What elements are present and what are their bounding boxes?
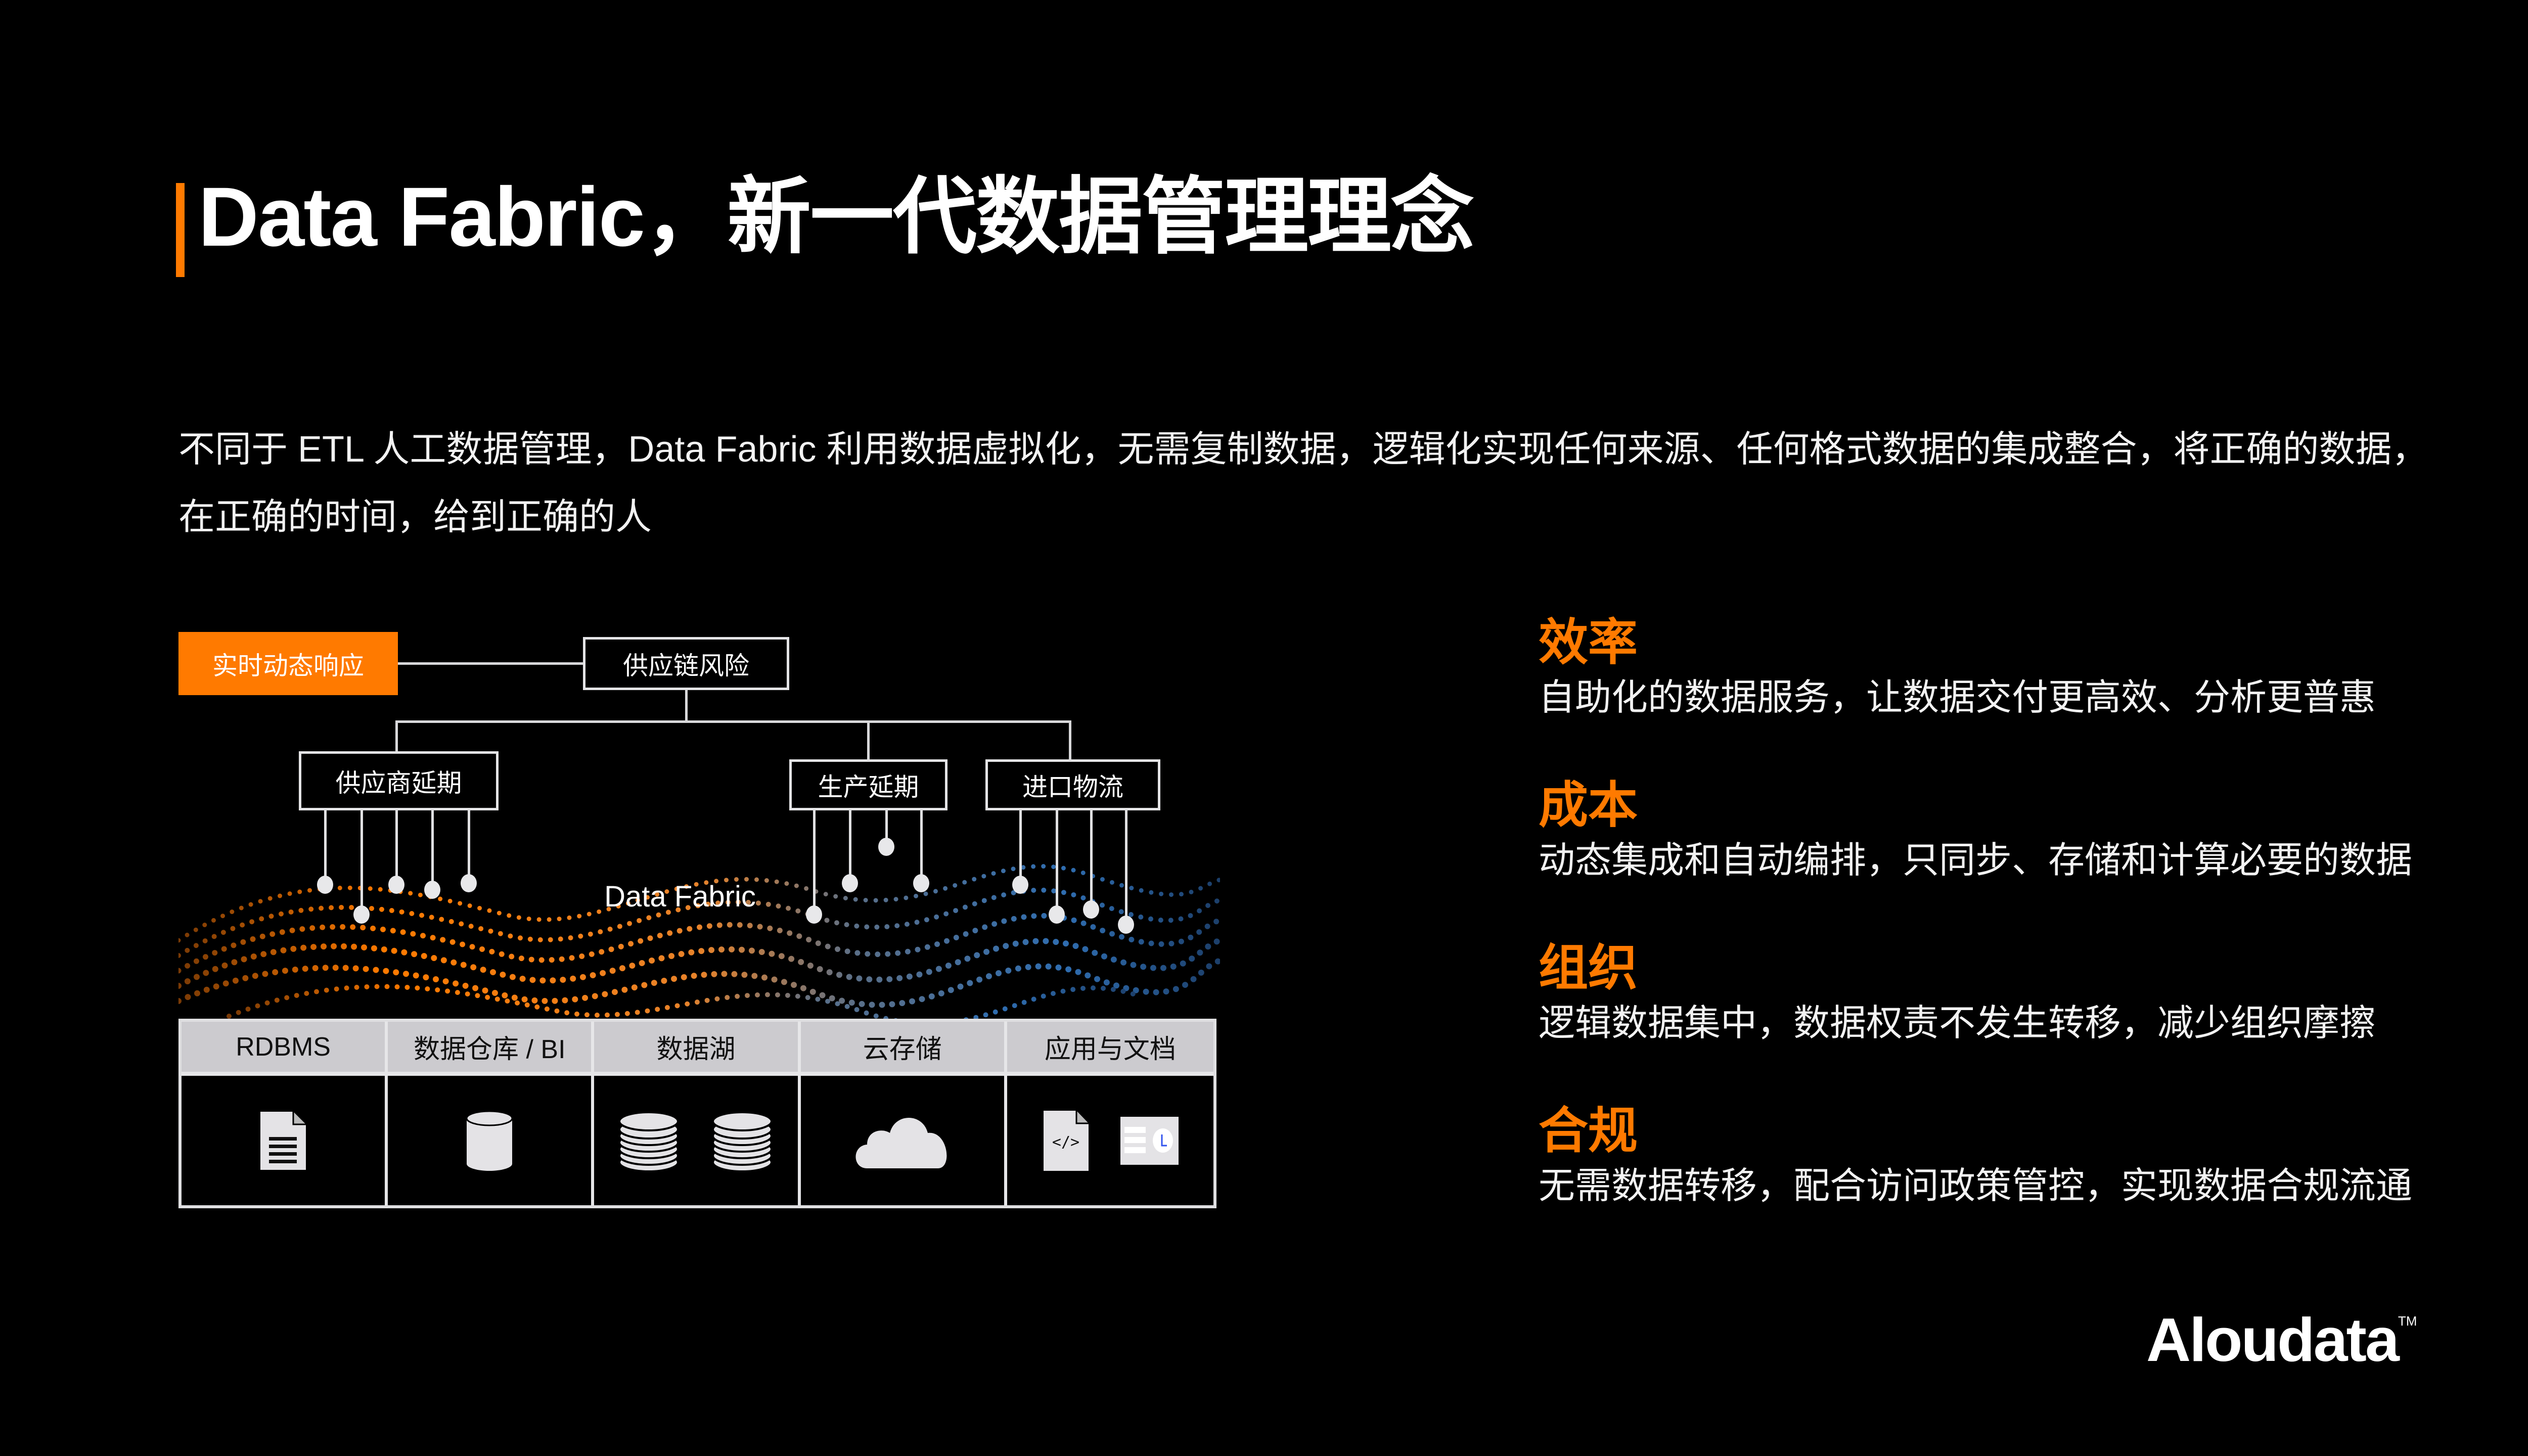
data-point-dot (1049, 905, 1065, 924)
data-point-dot (353, 905, 370, 924)
data-point-dot (1118, 916, 1134, 934)
drop-line (324, 810, 327, 885)
feature-title: 组织 (1539, 940, 1638, 995)
node-import-logistics: 进口物流 (985, 759, 1160, 810)
database-stack-icon (618, 1111, 680, 1172)
document-icon (260, 1111, 306, 1170)
connector-line (1069, 720, 1071, 760)
source-cell-cloud (801, 1076, 1007, 1205)
connector-line (395, 720, 1071, 723)
svg-text:</>: </> (1052, 1133, 1079, 1151)
source-header-lake: 数据湖 (594, 1022, 801, 1076)
data-point-dot (317, 876, 333, 894)
source-cell-rdbms (182, 1076, 388, 1205)
drop-line (1056, 810, 1058, 915)
logo-text: Aloudata (2146, 1305, 2400, 1374)
title-accent-bar (176, 183, 185, 277)
drop-line (813, 810, 816, 915)
feature-cost: 成本 动态集成和自动编排，只同步、存储和计算必要的数据 (1539, 775, 2412, 886)
data-sources-table: RDBMS 数据仓库 / BI 数据湖 云存储 应用与文档 (178, 1019, 1216, 1208)
drop-line (395, 810, 398, 885)
trademark: TM (2398, 1313, 2417, 1329)
data-fabric-wave (178, 864, 1220, 1021)
connector-line (685, 690, 688, 721)
node-supplier-delay: 供应商延期 (299, 751, 499, 810)
database-cylinder-icon (466, 1110, 513, 1171)
connector-line (398, 662, 585, 665)
drop-line (920, 810, 923, 883)
data-point-dot (842, 874, 858, 892)
feature-description: 无需数据转移，配合访问政策管控，实现数据合规流通 (1539, 1166, 2413, 1206)
data-point-dot (878, 838, 894, 856)
drop-line (885, 810, 888, 847)
source-cell-warehouse (388, 1076, 595, 1205)
source-header-apps: 应用与文档 (1007, 1022, 1213, 1076)
drop-line (1090, 810, 1093, 909)
data-point-dot (913, 874, 929, 892)
cloud-icon (855, 1118, 947, 1168)
root-node-supply-chain-risk: 供应链风险 (583, 637, 789, 690)
data-fabric-label: Data Fabric (604, 880, 756, 913)
aloudata-logo: AloudataTM (2146, 1304, 2417, 1375)
feature-description: 自助化的数据服务，让数据交付更高效、分析更普惠 (1539, 677, 2376, 718)
drop-line (468, 810, 470, 883)
data-point-dot (1012, 876, 1028, 894)
drop-line (1019, 810, 1022, 885)
data-point-dot (806, 905, 822, 924)
node-production-delay: 生产延期 (789, 759, 947, 810)
source-cell-lake (594, 1076, 801, 1205)
app-window-icon (1120, 1116, 1179, 1165)
feature-description: 逻辑数据集中，数据权责不发生转移，减少组织摩擦 (1539, 1003, 2376, 1043)
data-point-dot (1083, 900, 1099, 919)
data-point-dot (388, 876, 404, 894)
source-header-cloud: 云存储 (800, 1022, 1007, 1076)
feature-title: 成本 (1539, 777, 1638, 833)
source-header-rdbms: RDBMS (182, 1022, 388, 1076)
connector-line (867, 720, 870, 760)
drop-line (849, 810, 851, 883)
data-point-dot (461, 874, 477, 892)
drop-line (360, 810, 363, 915)
source-header-warehouse: 数据仓库 / BI (388, 1022, 595, 1076)
source-cell-apps: </> (1007, 1076, 1213, 1205)
database-stack-icon (712, 1111, 773, 1172)
code-file-icon: </> (1043, 1110, 1089, 1171)
connector-line (395, 720, 398, 752)
drop-line (431, 810, 434, 890)
feature-title: 合规 (1539, 1103, 1638, 1158)
drop-line (1125, 810, 1127, 925)
feature-efficiency: 效率 自助化的数据服务，让数据交付更高效、分析更普惠 (1539, 612, 2376, 723)
data-point-dot (424, 881, 440, 899)
feature-organization: 组织 逻辑数据集中，数据权责不发生转移，减少组织摩擦 (1539, 937, 2376, 1049)
feature-compliance: 合规 无需数据转移，配合访问政策管控，实现数据合规流通 (1539, 1100, 2412, 1211)
intro-paragraph: 不同于 ETL 人工数据管理，Data Fabric 利用数据虚拟化，无需复制数… (178, 429, 2428, 537)
realtime-response-badge: 实时动态响应 (178, 632, 398, 695)
feature-description: 动态集成和自动编排，只同步、存储和计算必要的数据 (1539, 840, 2413, 881)
feature-title: 效率 (1539, 614, 1638, 670)
page-title: Data Fabric，新一代数据管理理念 (198, 170, 1474, 264)
